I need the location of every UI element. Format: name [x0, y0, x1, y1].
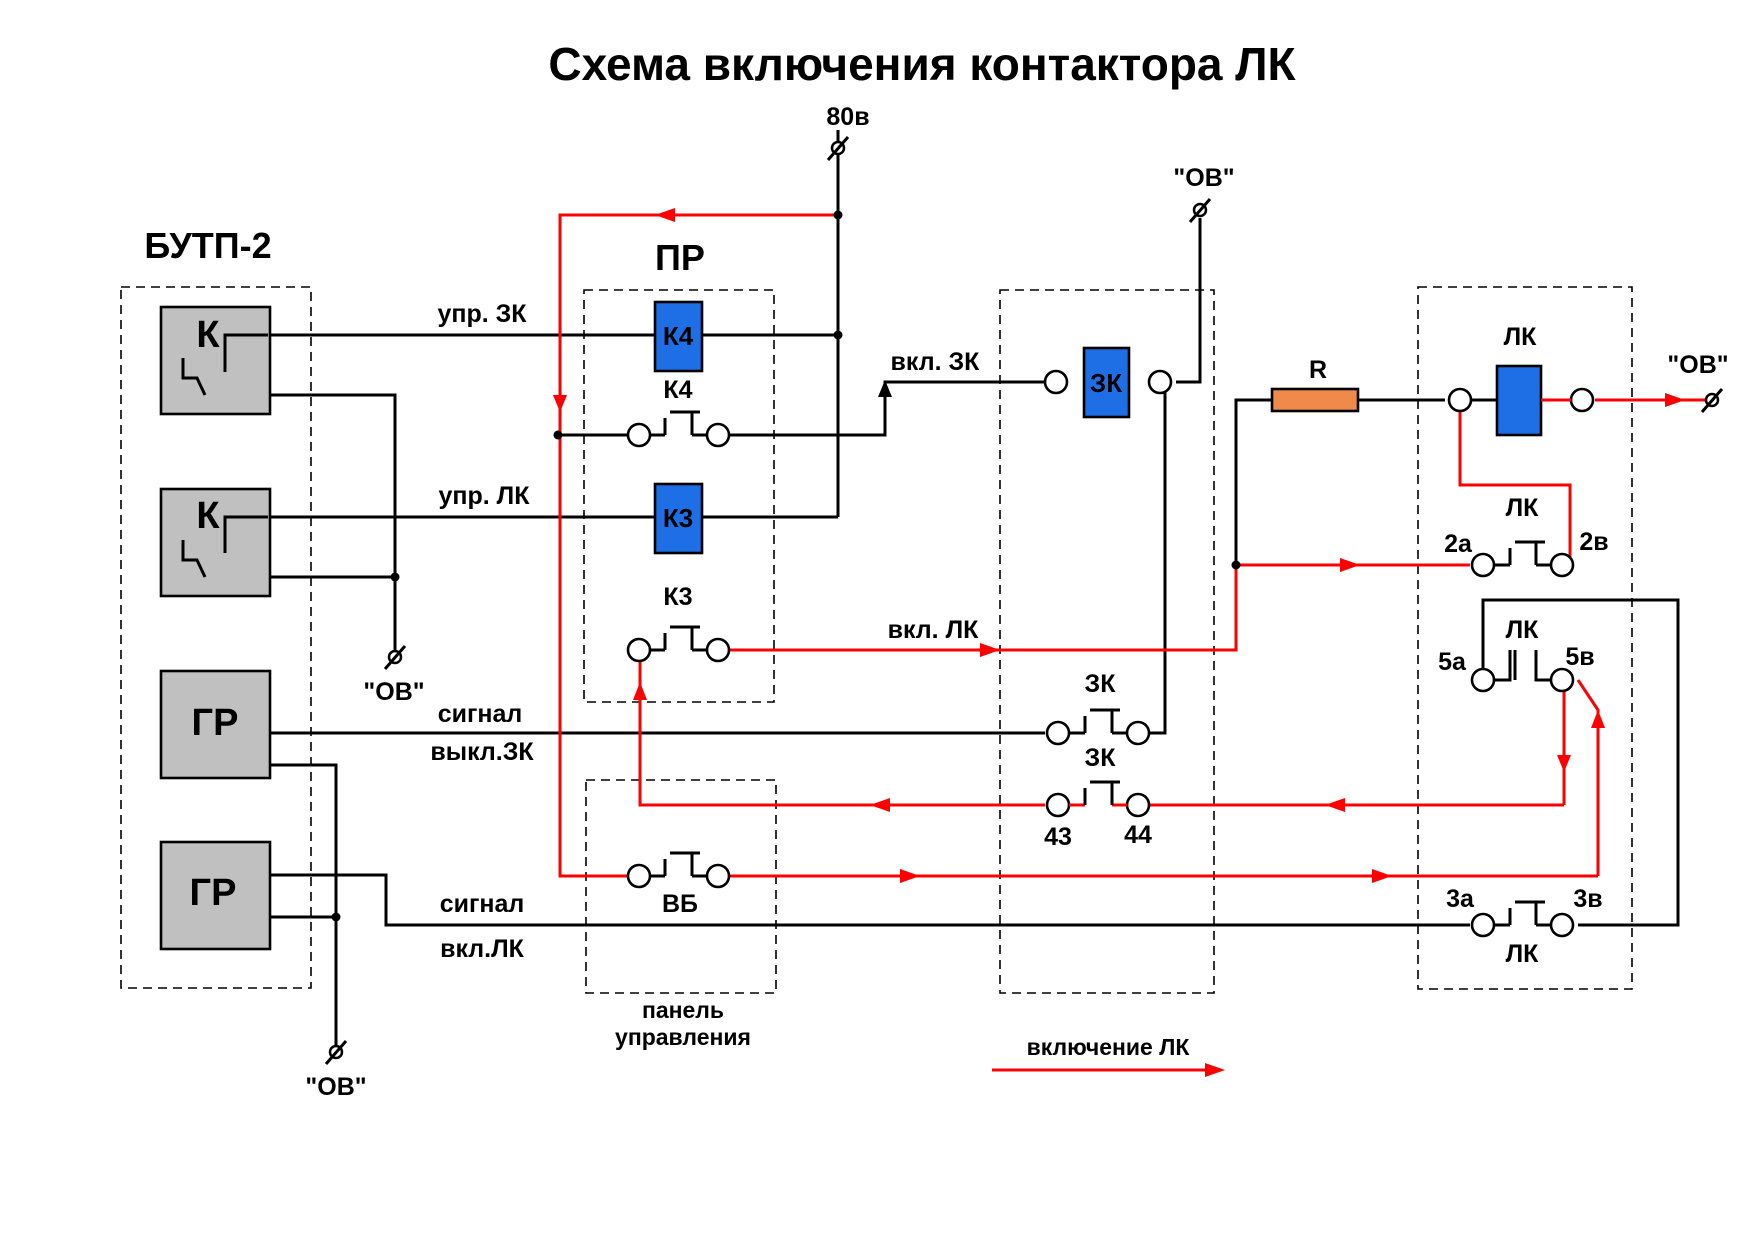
coil-lk	[1447, 364, 1595, 437]
active-circuit-path	[558, 213, 1705, 878]
relay-gr-upper-label: ГР	[192, 702, 239, 744]
coil-k3: К3	[653, 482, 704, 555]
zk-box	[999, 289, 1215, 994]
lk-box	[1417, 286, 1633, 990]
junction-dots	[331, 210, 1241, 922]
contact-lk-5-label: ЛК	[1506, 616, 1540, 644]
relay-k-lower: К	[159, 487, 272, 598]
black-wiring	[205, 130, 1680, 1045]
wire-label-signal-on-2: вкл.ЛК	[440, 935, 525, 963]
butp-box	[120, 286, 312, 989]
contact-zk-upper-label: ЗК	[1085, 670, 1117, 698]
relay-gr-lower: ГР	[159, 840, 272, 951]
diagram-title: Схема включения контактора ЛК	[548, 38, 1296, 90]
contact-lk-2v: 2в	[1579, 528, 1608, 556]
svg-text:К3: К3	[663, 503, 693, 533]
terminal-ov-k: "ОВ"	[363, 645, 425, 706]
contact-lk-3-label: ЛК	[1506, 940, 1540, 968]
contact-zk-lower-label: ЗК	[1085, 744, 1117, 772]
terminal-ov-gr: "ОВ"	[305, 1040, 367, 1101]
vkl-zk-arrow	[878, 380, 892, 397]
wire-label-vkl-zk: вкл. ЗК	[891, 348, 981, 376]
terminal-80v: 80в	[826, 103, 870, 161]
terminal-ov-zk: "ОВ"	[1173, 164, 1235, 223]
contact-lk-3a: 3а	[1446, 885, 1475, 913]
relay-gr-upper: ГР	[159, 669, 272, 780]
relay-k-lower-label: К	[196, 495, 220, 537]
contact-lk-2-label: ЛК	[1506, 494, 1540, 522]
relay-gr-lower-label: ГР	[190, 872, 237, 914]
contact-vb-label: ВБ	[662, 890, 698, 918]
wire-label-signal-off-1: сигнал	[438, 700, 523, 728]
panel-label-1: панель	[642, 997, 724, 1023]
terminal-ov-lk-label: "ОВ"	[1667, 351, 1728, 379]
wire-label-upr-lk: упр. ЛК	[439, 482, 531, 510]
butp-label: БУТП-2	[144, 225, 271, 266]
resistor-r: R	[1270, 356, 1360, 413]
pr-label: ПР	[655, 237, 705, 278]
contact-zk-upper: ЗК	[1045, 670, 1151, 746]
contact-zk-43: 43	[1044, 823, 1072, 851]
terminal-80v-label: 80в	[826, 103, 869, 131]
contact-lk-5a: 5а	[1438, 648, 1467, 676]
contact-lk-5: ЛК 5а 5в	[1438, 616, 1595, 693]
pr-box	[583, 289, 775, 703]
contact-lk-3v: 3в	[1573, 885, 1602, 913]
contact-k3: К3	[626, 583, 731, 663]
contact-k3-label: К3	[663, 583, 692, 611]
current-direction-arrows	[553, 208, 1685, 883]
contact-zk-44: 44	[1124, 821, 1152, 849]
svg-text:К4: К4	[663, 321, 694, 351]
legend-label: включение ЛК	[1027, 1034, 1191, 1060]
contact-lk-5v: 5в	[1565, 643, 1594, 671]
contact-vb: ВБ	[626, 851, 731, 918]
coil-zk: ЗК	[1043, 346, 1173, 419]
panel-label-2: управления	[615, 1024, 751, 1050]
wire-label-signal-on-1: сигнал	[440, 890, 525, 918]
terminal-ov-zk-label: "ОВ"	[1173, 164, 1234, 192]
coil-lk-label: ЛК	[1504, 323, 1538, 351]
relay-k-upper: К	[159, 305, 272, 416]
terminal-ov-lk: "ОВ"	[1667, 351, 1729, 413]
contact-k4: К4	[626, 376, 731, 448]
relay-k-upper-label: К	[196, 314, 220, 356]
svg-text:ЗК: ЗК	[1090, 368, 1122, 398]
wire-label-upr-zk: упр. ЗК	[437, 300, 527, 328]
resistor-label: R	[1309, 356, 1327, 384]
panel-box	[585, 779, 777, 994]
legend: включение ЛК	[992, 1034, 1225, 1077]
coil-k4: К4	[653, 300, 704, 373]
contact-zk-lower: ЗК 43 44	[1044, 744, 1152, 851]
contact-lk-2: ЛК 2а 2в	[1444, 494, 1609, 578]
terminal-ov-k-label: "ОВ"	[363, 678, 424, 706]
wire-label-signal-off-2: выкл.ЗК	[430, 738, 534, 766]
wire-label-vkl-lk: вкл. ЛК	[888, 616, 980, 644]
contact-lk-2a: 2а	[1444, 530, 1473, 558]
contact-lk-3: ЛК 3а 3в	[1446, 885, 1603, 968]
contact-k4-label: К4	[663, 376, 692, 404]
terminal-ov-gr-label: "ОВ"	[305, 1073, 366, 1101]
